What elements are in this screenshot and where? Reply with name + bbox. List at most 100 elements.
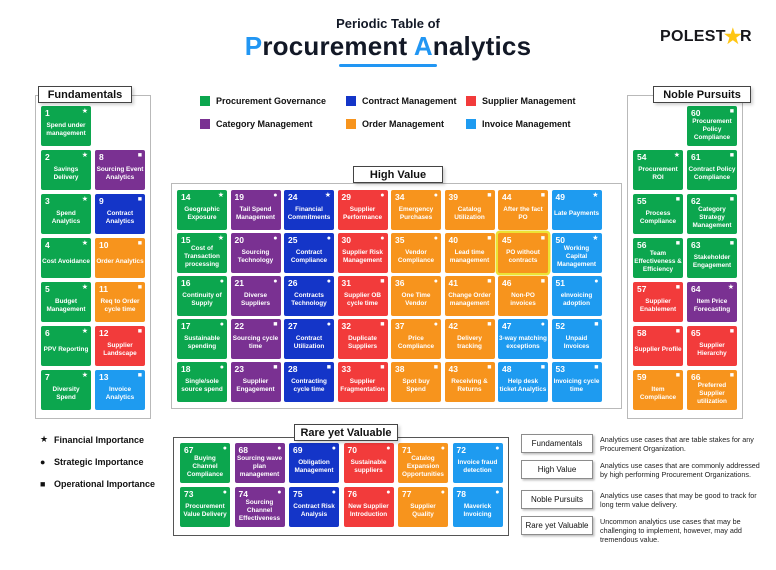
tile-number: 49: [555, 192, 565, 202]
tile-14: 14★Geographic Exposure: [177, 190, 227, 230]
tile-number: 15: [181, 235, 191, 245]
tile-label: Contracting cycle time: [291, 378, 327, 393]
tile-number: 14: [181, 192, 191, 202]
tile-label: Spot buy Spend: [402, 378, 430, 393]
tile-number: 45: [502, 235, 512, 245]
tile-label: Supplier Enablement: [639, 298, 677, 313]
square-icon: ■: [433, 364, 438, 371]
tile-number: 53: [555, 364, 565, 374]
tile-18: 18●Single/sole source spend: [177, 362, 227, 402]
tile-57: 57■Supplier Enablement: [633, 282, 683, 322]
tile-label: Working Capital Management: [556, 245, 597, 268]
tile-number: 68: [238, 445, 248, 455]
circle-icon: ●: [273, 192, 278, 199]
legend-item: Contract Management: [346, 95, 466, 107]
tile-label: Cost Avoidance: [42, 258, 90, 265]
tile-number: 58: [637, 328, 647, 338]
tile-label: Invoicing cycle time: [553, 378, 600, 393]
tile-number: 54: [637, 152, 647, 162]
title-letter-p: P: [244, 31, 263, 61]
square-icon: ■: [675, 284, 680, 291]
tile-31: 31■Supplier OB cycle time: [337, 276, 388, 316]
tile-74: 74●Sourcing Channel Effectiveness: [234, 487, 285, 527]
tile-label: Contract Analytics: [105, 210, 135, 225]
legend-label: Order Management: [362, 119, 445, 129]
tile-label: PO without contracts: [506, 249, 540, 264]
importance-item: ★Financial Importance: [40, 433, 155, 446]
tile-label: Late Payments: [553, 210, 600, 217]
circle-icon: ●: [433, 235, 438, 242]
tile-24: 24★Financial Commitments: [284, 190, 334, 230]
circle-icon: ●: [222, 489, 227, 496]
circle-icon: ●: [440, 445, 445, 452]
tile-label: Spend under management: [46, 122, 86, 137]
circle-icon: ●: [495, 489, 500, 496]
tile-label: Supplier OB cycle time: [344, 292, 381, 307]
tile-number: 36: [395, 278, 405, 288]
tile-5: 5★Budget Management: [41, 282, 91, 322]
tile-number: 6: [45, 328, 50, 338]
tile-number: 5: [45, 284, 50, 294]
tile-label: Invoice Analytics: [105, 386, 135, 401]
square-icon: ■: [675, 372, 680, 379]
tile-76: 76●New Supplier Introduction: [343, 487, 394, 527]
tile-number: 62: [691, 196, 701, 206]
tile-42: 42■Delivery tracking: [444, 319, 495, 359]
tile-number: 34: [395, 192, 405, 202]
tile-38: 38■Spot buy Spend: [391, 362, 441, 402]
square-icon: ■: [594, 364, 599, 371]
tile-label: Cost of Transaction processing: [184, 245, 220, 268]
tile-68: 68●Sourcing wave plan management: [234, 443, 285, 483]
tile-number: 55: [637, 196, 647, 206]
square-icon: ■: [137, 372, 142, 379]
tile-label: Procurement ROI: [638, 166, 678, 181]
tile-label: Sourcing wave plan management: [236, 455, 283, 478]
square-icon: ■: [540, 364, 545, 371]
tile-number: 78: [456, 489, 466, 499]
tile-number: 71: [402, 445, 412, 455]
tile-number: 48: [502, 364, 512, 374]
tile-label: Receiving & Returns: [451, 378, 488, 393]
tile-66: 66■Preferred Supplier utilization: [687, 370, 737, 410]
tile-number: 3: [45, 196, 50, 206]
tile-label: Team Effectiveness & Efficiency: [634, 250, 682, 273]
tile-label: Diversity Spend: [52, 386, 80, 401]
star-icon: ★: [40, 434, 49, 444]
tile-32: 32■Duplicate Suppliers: [337, 319, 388, 359]
square-icon: ■: [729, 328, 734, 335]
tile-29: 29●Supplier Performance: [337, 190, 388, 230]
title-word-2: nalytics: [432, 31, 532, 61]
tile-number: 50: [555, 235, 565, 245]
square-icon: ■: [729, 240, 734, 247]
tile-16: 16●Continuity of Supply: [177, 276, 227, 316]
tile-label: Sourcing Event Analytics: [96, 166, 144, 181]
tile-51: 51●eInvoicing adoption: [551, 276, 602, 316]
square-icon: ■: [380, 321, 385, 328]
star-icon: ★: [81, 328, 88, 335]
title-underline: [339, 64, 437, 67]
tile-label: Req to Order cycle time: [100, 298, 140, 313]
tile-50: 50★Working Capital Management: [551, 233, 602, 273]
tile-label: Budget Management: [46, 298, 86, 313]
square-icon: ■: [137, 152, 142, 159]
tile-2: 2★Savings Delivery: [41, 150, 91, 190]
tile-number: 40: [448, 235, 458, 245]
legend-swatch-icon: [200, 96, 210, 106]
tile-55: 55■Process Compliance: [633, 194, 683, 234]
tile-44: 44■After the fact PO: [498, 190, 548, 230]
tile-label: Contract Policy Compliance: [688, 166, 736, 181]
tile-number: 66: [691, 372, 701, 382]
tile-label: Geographic Exposure: [184, 206, 220, 221]
square-icon: ■: [487, 364, 492, 371]
tile-11: 11■Req to Order cycle time: [95, 282, 145, 322]
tile-number: 18: [181, 364, 191, 374]
tile-10: 10■Order Analytics: [95, 238, 145, 278]
importance-label: Operational Importance: [54, 478, 156, 489]
legend-item: Procurement Governance: [200, 95, 346, 107]
tile-number: 1: [45, 108, 50, 118]
tile-label: Lead time management: [449, 249, 490, 264]
tile-label: Contracts Technology: [291, 292, 327, 307]
tile-15: 15★Cost of Transaction processing: [177, 233, 227, 273]
page-pretitle: Periodic Table of: [336, 16, 440, 31]
logo-text-right: R: [740, 28, 752, 45]
